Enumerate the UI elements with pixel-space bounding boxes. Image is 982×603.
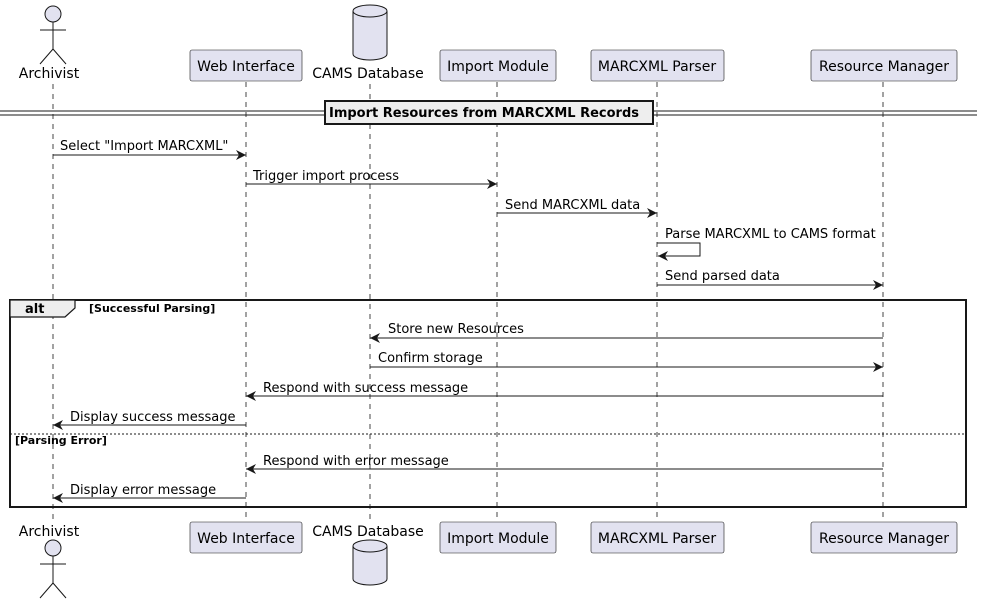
message-label: Send parsed data [665, 269, 780, 284]
database-cylinder [352, 4, 388, 61]
database-cylinder-rim [352, 545, 388, 553]
participant-label-cams-database: CAMS Database [312, 524, 424, 540]
participant-label-import-module: Import Module [447, 59, 549, 75]
participant-label-web-interface: Web Interface [197, 531, 295, 547]
message-label: Respond with success message [263, 381, 468, 396]
database-cylinder-rim [352, 10, 388, 18]
actor-leg-right [52, 582, 67, 599]
participant-import-module-top: Import Module [439, 49, 557, 82]
participant-box [189, 49, 303, 82]
actor-leg-left [39, 48, 54, 65]
participant-label-marcxml-parser: MARCXML Parser [598, 531, 716, 547]
message-label: Parse MARCXML to CAMS format [665, 227, 876, 242]
message-label: Store new Resources [388, 322, 524, 337]
participant-label-archivist: Archivist [19, 524, 80, 540]
participant-box [189, 521, 303, 554]
actor-head [44, 539, 62, 557]
actor-head [44, 5, 62, 23]
alt-guard-error: [Parsing Error] [15, 434, 107, 447]
actor-leg-left [39, 582, 54, 599]
alt-frame [9, 299, 967, 508]
message-label: Confirm storage [378, 351, 483, 366]
alt-keyword: alt [25, 302, 44, 317]
message-label: Display success message [70, 410, 235, 425]
message-arrow-self [657, 242, 701, 261]
participant-box [590, 49, 725, 82]
participant-import-module-bottom: Import Module [439, 521, 557, 554]
participant-label-archivist: Archivist [19, 66, 80, 82]
divider-label: Import Resources from MARCXML Records [329, 106, 639, 121]
participant-label-resource-manager: Resource Manager [819, 59, 949, 75]
alt-tab [9, 299, 76, 318]
alt-fragment: alt [Successful Parsing] [Parsing Error] [9, 299, 967, 508]
actor-archivist-bottom: Archivist [19, 524, 80, 599]
participant-web-interface-bottom: Web Interface [189, 521, 303, 554]
participant-box [810, 49, 958, 82]
participant-cams-database-top: CAMS Database [312, 4, 424, 82]
divider: Import Resources from MARCXML Records [0, 100, 977, 125]
message-label: Select "Import MARCXML" [60, 139, 228, 154]
actor-archivist-top: Archivist [19, 5, 80, 82]
message-label: Display error message [70, 483, 216, 498]
participant-marcxml-parser-bottom: MARCXML Parser [590, 521, 725, 554]
participants-bottom: Archivist Web Interface CAMS Database Im… [19, 521, 958, 599]
participant-resource-manager-bottom: Resource Manager [810, 521, 958, 554]
participant-box [590, 521, 725, 554]
participant-label-resource-manager: Resource Manager [819, 531, 949, 547]
participant-marcxml-parser-top: MARCXML Parser [590, 49, 725, 82]
alt-guard-success: [Successful Parsing] [89, 302, 215, 315]
participant-cams-database-bottom: CAMS Database [312, 524, 424, 586]
participant-box [439, 49, 557, 82]
actor-leg-right [52, 48, 67, 65]
participant-label-marcxml-parser: MARCXML Parser [598, 59, 716, 75]
participant-box [439, 521, 557, 554]
participant-label-web-interface: Web Interface [197, 59, 295, 75]
participant-resource-manager-top: Resource Manager [810, 49, 958, 82]
database-cylinder [352, 539, 388, 586]
message-label: Send MARCXML data [505, 198, 640, 213]
message-label: Respond with error message [263, 454, 449, 469]
message-label: Trigger import process [252, 169, 399, 184]
participant-label-import-module: Import Module [447, 531, 549, 547]
participant-box [810, 521, 958, 554]
messages: Select "Import MARCXML" Trigger import p… [53, 139, 883, 503]
participants-top: Archivist Web Interface CAMS Database Im… [19, 4, 958, 82]
divider-box [324, 100, 654, 125]
participant-web-interface-top: Web Interface [189, 49, 303, 82]
participant-label-cams-database: CAMS Database [312, 66, 424, 82]
